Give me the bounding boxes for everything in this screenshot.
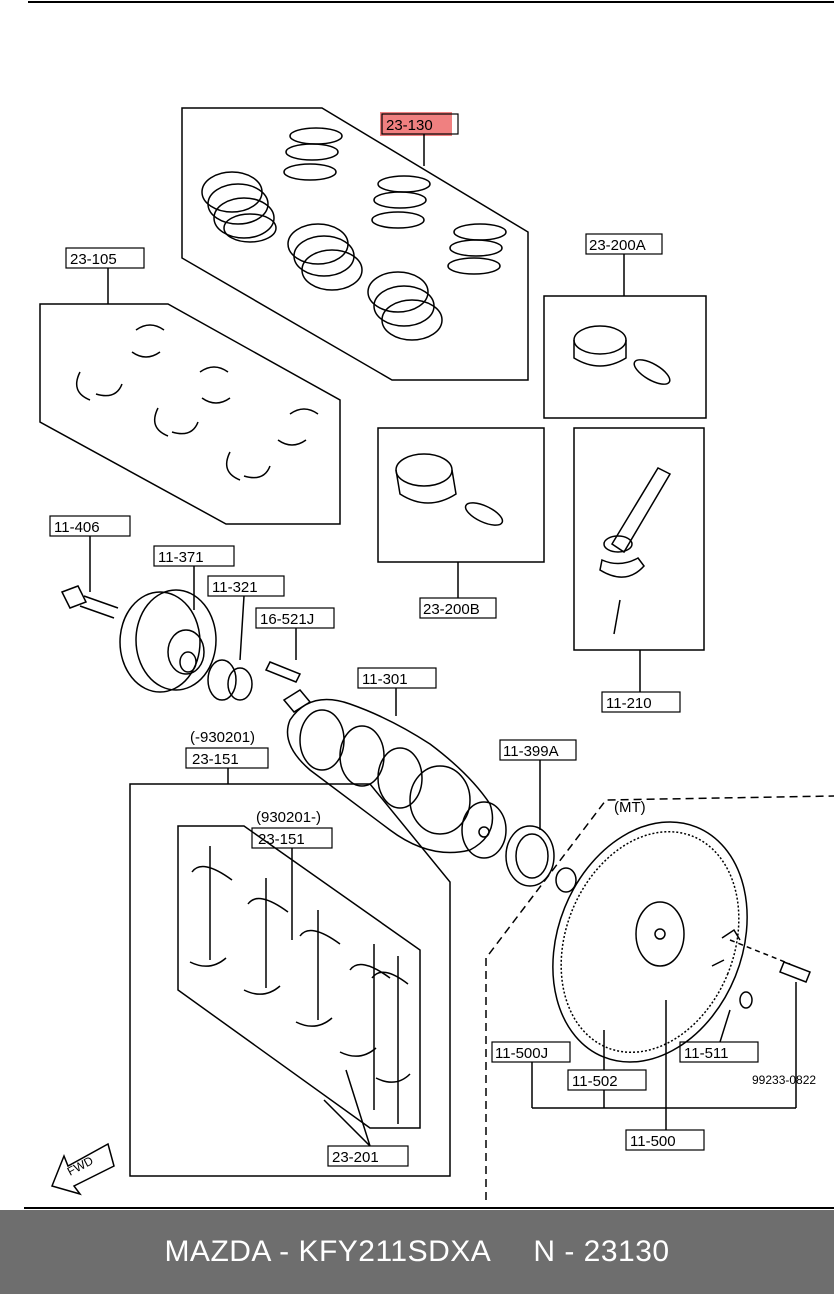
label-11-210[interactable]: 11-210 bbox=[606, 695, 652, 712]
label-930201-after: (930201-) bbox=[256, 809, 321, 826]
piston-assembly-a-group bbox=[543, 295, 707, 419]
footer-bar: MAZDA - KFY211SDXA N - 23130 bbox=[0, 1210, 834, 1294]
label-23-201[interactable]: 23-201 bbox=[332, 1149, 379, 1166]
fwd-arrow-icon: FWD bbox=[50, 1142, 115, 1196]
label-23-130[interactable]: 23-130 bbox=[386, 117, 433, 134]
label-23-151-a[interactable]: 23-151 bbox=[192, 751, 239, 768]
label-11-371[interactable]: 11-371 bbox=[158, 549, 204, 566]
footer-make-model: MAZDA - KFY211SDXA bbox=[164, 1235, 492, 1268]
flywheel-leaders bbox=[531, 982, 797, 1130]
piston-assembly-b-group bbox=[377, 427, 545, 563]
crank-bearing-set-group bbox=[39, 303, 341, 525]
label-23-200a[interactable]: 23-200A bbox=[589, 237, 646, 254]
connecting-rod-group bbox=[573, 427, 705, 651]
label-99233-0822: 99233-0822 bbox=[752, 1073, 816, 1087]
label-mt: (MT) bbox=[614, 799, 646, 816]
label-11-406[interactable]: 11-406 bbox=[54, 519, 100, 536]
label-930201-before: (-930201) bbox=[190, 729, 255, 746]
crank-sprocket bbox=[207, 659, 253, 701]
label-23-200b[interactable]: 23-200B bbox=[423, 601, 480, 618]
footer-part-number: N - 23130 bbox=[533, 1235, 670, 1268]
label-23-105[interactable]: 23-105 bbox=[70, 251, 117, 268]
pulley-bolt bbox=[60, 585, 119, 619]
piston-ring-set-group bbox=[181, 107, 529, 381]
rear-oil-seal bbox=[505, 825, 577, 893]
svg-text:FWD: FWD bbox=[65, 1153, 96, 1178]
label-11-511[interactable]: 11-511 bbox=[684, 1045, 728, 1062]
label-11-321[interactable]: 11-321 bbox=[212, 579, 258, 596]
label-11-399a[interactable]: 11-399A bbox=[503, 743, 559, 760]
main-bearing-set-group bbox=[129, 783, 451, 1177]
crankshaft bbox=[282, 689, 507, 859]
label-11-500j[interactable]: 11-500J bbox=[495, 1045, 548, 1062]
label-11-502[interactable]: 11-502 bbox=[572, 1073, 618, 1090]
label-23-151-b[interactable]: 23-151 bbox=[258, 831, 305, 848]
crank-key bbox=[264, 661, 302, 683]
parts-diagram: 23-130 23-105 23-200A 23-200B bbox=[24, 1, 834, 1209]
label-16-521j[interactable]: 16-521J bbox=[260, 611, 314, 628]
label-11-301[interactable]: 11-301 bbox=[362, 671, 408, 688]
crank-pulley bbox=[119, 589, 217, 693]
part-highlight bbox=[380, 112, 452, 136]
label-11-500[interactable]: 11-500 bbox=[630, 1133, 676, 1150]
